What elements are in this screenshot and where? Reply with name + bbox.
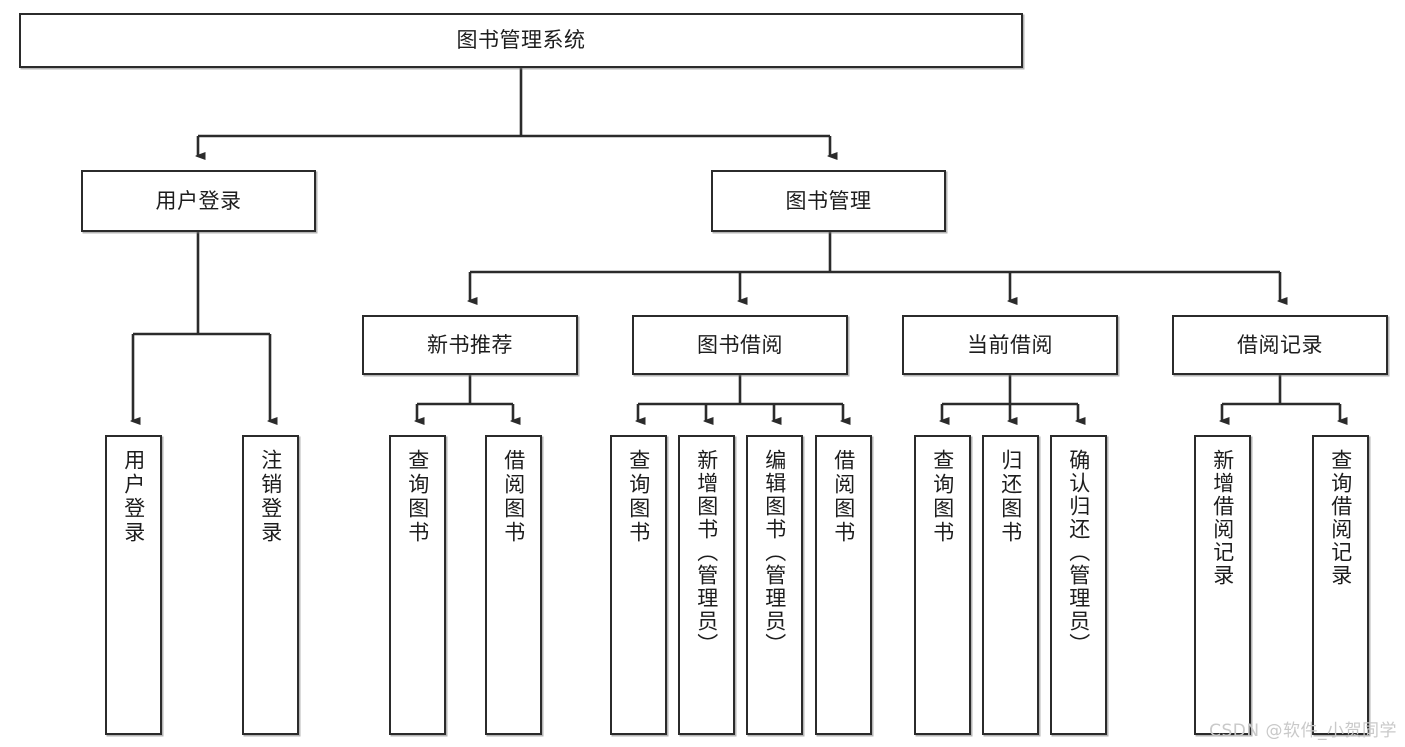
node-label: 查询图书 [405, 449, 430, 545]
node-label: 图书管理 [785, 188, 872, 213]
node-label: 图书管理系统 [456, 28, 586, 53]
node-label: 借阅图书 [501, 449, 526, 545]
node-label: 查询图书 [930, 449, 955, 545]
node-label: 注销登录 [258, 449, 283, 545]
leaf-book-borrow-add[interactable]: 新增图书（管理员） [678, 435, 735, 735]
node-borrow-record[interactable]: 借阅记录 [1172, 315, 1388, 375]
leaf-book-borrow-borrow[interactable]: 借阅图书 [815, 435, 872, 735]
node-book-borrow[interactable]: 图书借阅 [632, 315, 848, 375]
node-label: 新增借阅记录 [1210, 449, 1235, 587]
node-label: 借阅图书 [831, 449, 856, 545]
leaf-borrow-record-add[interactable]: 新增借阅记录 [1194, 435, 1251, 735]
leaf-new-book-query[interactable]: 查询图书 [389, 435, 446, 735]
leaf-book-borrow-edit[interactable]: 编辑图书（管理员） [746, 435, 803, 735]
leaf-user-login-logout[interactable]: 注销登录 [242, 435, 299, 735]
node-label: 借阅记录 [1237, 332, 1323, 357]
node-root-system[interactable]: 图书管理系统 [19, 13, 1023, 68]
node-label: 新书推荐 [427, 332, 513, 357]
leaf-current-borrow-return[interactable]: 归还图书 [982, 435, 1039, 735]
leaf-borrow-record-query[interactable]: 查询借阅记录 [1312, 435, 1369, 735]
node-label: 查询借阅记录 [1328, 449, 1353, 587]
node-label: 查询图书 [626, 449, 651, 545]
leaf-new-book-borrow[interactable]: 借阅图书 [485, 435, 542, 735]
node-book-management[interactable]: 图书管理 [711, 170, 946, 232]
csdn-watermark: CSDN @软件_小贺同学 [1209, 721, 1397, 741]
leaf-current-borrow-confirm-return[interactable]: 确认归还（管理员） [1050, 435, 1107, 735]
node-label: 编辑图书（管理员） [762, 449, 787, 656]
node-label: 图书借阅 [697, 332, 783, 357]
node-label: 确认归还（管理员） [1066, 449, 1091, 656]
leaf-book-borrow-query[interactable]: 查询图书 [610, 435, 667, 735]
leaf-current-borrow-query[interactable]: 查询图书 [914, 435, 971, 735]
node-label: 归还图书 [998, 449, 1023, 545]
node-label: 新增图书（管理员） [694, 449, 719, 656]
leaf-user-login-login[interactable]: 用户登录 [105, 435, 162, 735]
node-label: 用户登录 [155, 188, 242, 213]
node-current-borrow[interactable]: 当前借阅 [902, 315, 1118, 375]
node-label: 当前借阅 [967, 332, 1053, 357]
node-label: 用户登录 [121, 449, 146, 545]
node-new-book-recommend[interactable]: 新书推荐 [362, 315, 578, 375]
node-user-login[interactable]: 用户登录 [81, 170, 316, 232]
